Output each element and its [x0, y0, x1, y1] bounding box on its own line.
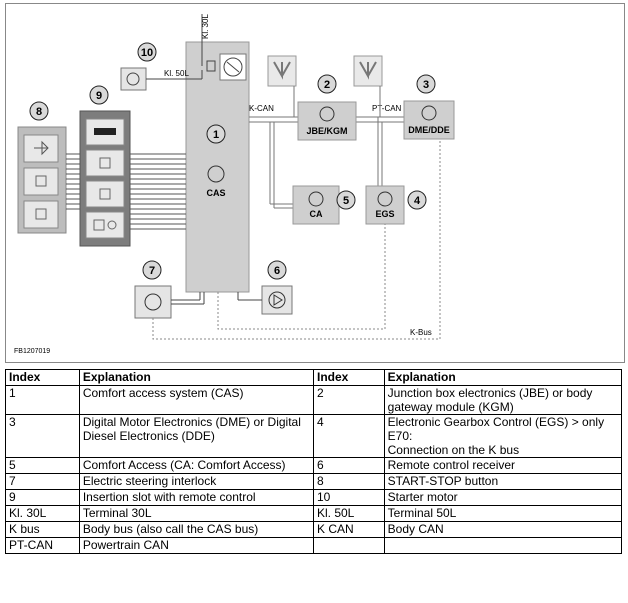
index-cell: K CAN [312, 521, 385, 538]
explanation-header: Explanation [78, 369, 314, 386]
marker-10: 10 [141, 47, 153, 59]
explanation-cell: Junction box electronics (JBE) or body g… [383, 385, 623, 415]
index-cell: 10 [312, 489, 385, 506]
index-cell: 4 [312, 414, 385, 458]
index-cell: 9 [5, 489, 80, 506]
marker-3: 3 [423, 79, 429, 91]
index-cell: Kl. 50L [312, 505, 385, 522]
ca-label: CA [310, 209, 323, 219]
egs-label: EGS [375, 209, 394, 219]
marker-2: 2 [324, 79, 330, 91]
explanation-cell: Terminal 30L [78, 505, 314, 522]
cas-label: CAS [206, 188, 225, 198]
explanation-cell: Electric steering interlock [78, 473, 314, 490]
ptcan-label: PT-CAN [372, 104, 402, 113]
index-header: Index [5, 369, 80, 386]
kl50l-label: Kl. 50L [164, 69, 189, 78]
jbe-label: JBE/KGM [306, 126, 347, 136]
index-header: Index [312, 369, 385, 386]
explanation-cell: Body bus (also call the CAS bus) [78, 521, 314, 538]
index-cell: 8 [312, 473, 385, 490]
explanation-cell: Comfort Access (CA: Comfort Access) [78, 457, 314, 474]
system-circuit-diagram: Kl. 30L Kl. 50L K-CAN PT-CAN JBE/KGM DME… [5, 3, 625, 363]
explanation-cell: Insertion slot with remote control [78, 489, 314, 506]
cas-unit [185, 41, 250, 293]
module-10-starter-motor [120, 67, 147, 91]
explanation-cell: Body CAN [383, 521, 623, 538]
dme-label: DME/DDE [408, 125, 450, 135]
explanation-header: Explanation [383, 369, 623, 386]
index-cell: 2 [312, 385, 385, 415]
marker-7: 7 [149, 265, 155, 277]
marker-4: 4 [414, 195, 421, 207]
explanation-cell: Remote control receiver [383, 457, 623, 474]
marker-8: 8 [36, 106, 42, 118]
explanation-cell: Starter motor [383, 489, 623, 506]
module-7-steering-interlock [134, 285, 172, 319]
marker-1: 1 [213, 129, 219, 141]
module-6-remote-receiver [261, 285, 293, 315]
kcan-label: K-CAN [249, 104, 274, 113]
index-cell: 3 [5, 414, 80, 458]
index-cell: K bus [5, 521, 80, 538]
figure-reference-code: FB1207019 [14, 348, 50, 355]
kl30l-label: Kl. 30L [201, 14, 210, 39]
index-cell: 6 [312, 457, 385, 474]
index-cell: 7 [5, 473, 80, 490]
explanation-cell: START-STOP button [383, 473, 623, 490]
index-cell: Kl. 30L [5, 505, 80, 522]
marker-5: 5 [343, 195, 349, 207]
index-cell: PT-CAN [5, 537, 80, 554]
kbus-label: K-Bus [410, 328, 432, 337]
explanation-cell: Terminal 50L [383, 505, 623, 522]
explanation-cell: Comfort access system (CAS) [78, 385, 314, 415]
explanation-cell: Digital Motor Electronics (DME) or Digit… [78, 414, 314, 458]
index-cell: 1 [5, 385, 80, 415]
explanation-cell [383, 537, 623, 554]
index-cell [312, 537, 385, 554]
marker-9: 9 [96, 90, 102, 102]
explanation-cell: Electronic Gearbox Control (EGS) > only … [383, 414, 623, 458]
index-cell: 5 [5, 457, 80, 474]
marker-6: 6 [274, 265, 280, 277]
legend-header-row: Index Explanation Index Explanation [5, 369, 623, 386]
explanation-cell: Powertrain CAN [78, 537, 314, 554]
